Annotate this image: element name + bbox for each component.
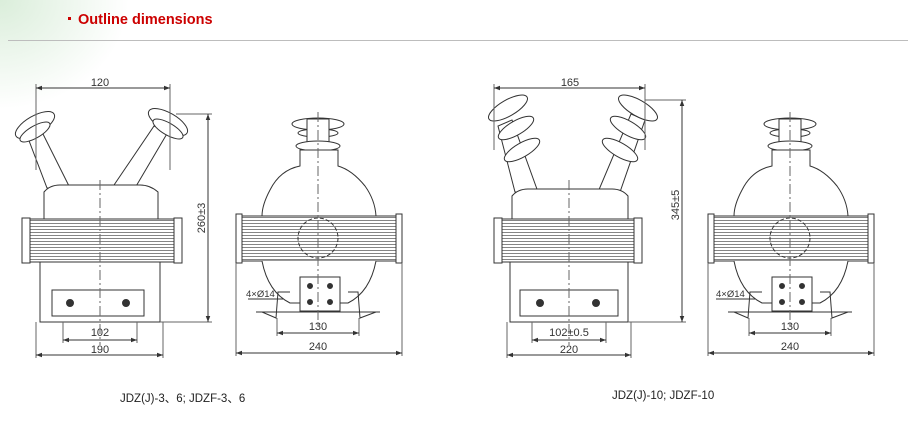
title-bullet	[68, 17, 71, 20]
left-model-caption: JDZ(J)-3、6; JDZF-3、6	[120, 393, 246, 405]
left-side-view	[235, 112, 403, 356]
right-front-view	[488, 84, 686, 358]
dim-left-side-outer: 240	[309, 341, 327, 353]
dim-left-base-width: 190	[91, 344, 109, 356]
right-side-holes-label: 4×Ø14	[716, 289, 745, 300]
dim-right-inner-width: 102±0.5	[549, 327, 589, 339]
dim-right-side-outer: 240	[781, 341, 799, 353]
dim-right-top-width: 165	[561, 77, 579, 89]
dim-left-side-inner: 130	[309, 321, 327, 333]
dim-right-base-width: 220	[560, 344, 578, 356]
dim-left-top-width: 120	[91, 77, 109, 89]
header-divider	[8, 40, 908, 41]
left-side-holes-label: 4×Ø14	[246, 289, 275, 300]
left-front-view	[14, 84, 212, 358]
dim-right-side-inner: 130	[781, 321, 799, 333]
page-title: Outline dimensions	[78, 12, 213, 28]
dim-right-height: 345±5	[670, 190, 682, 221]
right-side-view	[707, 112, 875, 356]
dim-left-height: 260±3	[196, 203, 208, 234]
dim-left-inner-width: 102	[91, 327, 109, 339]
right-model-caption: JDZ(J)-10; JDZF-10	[612, 390, 715, 402]
corner-decoration	[0, 0, 130, 110]
